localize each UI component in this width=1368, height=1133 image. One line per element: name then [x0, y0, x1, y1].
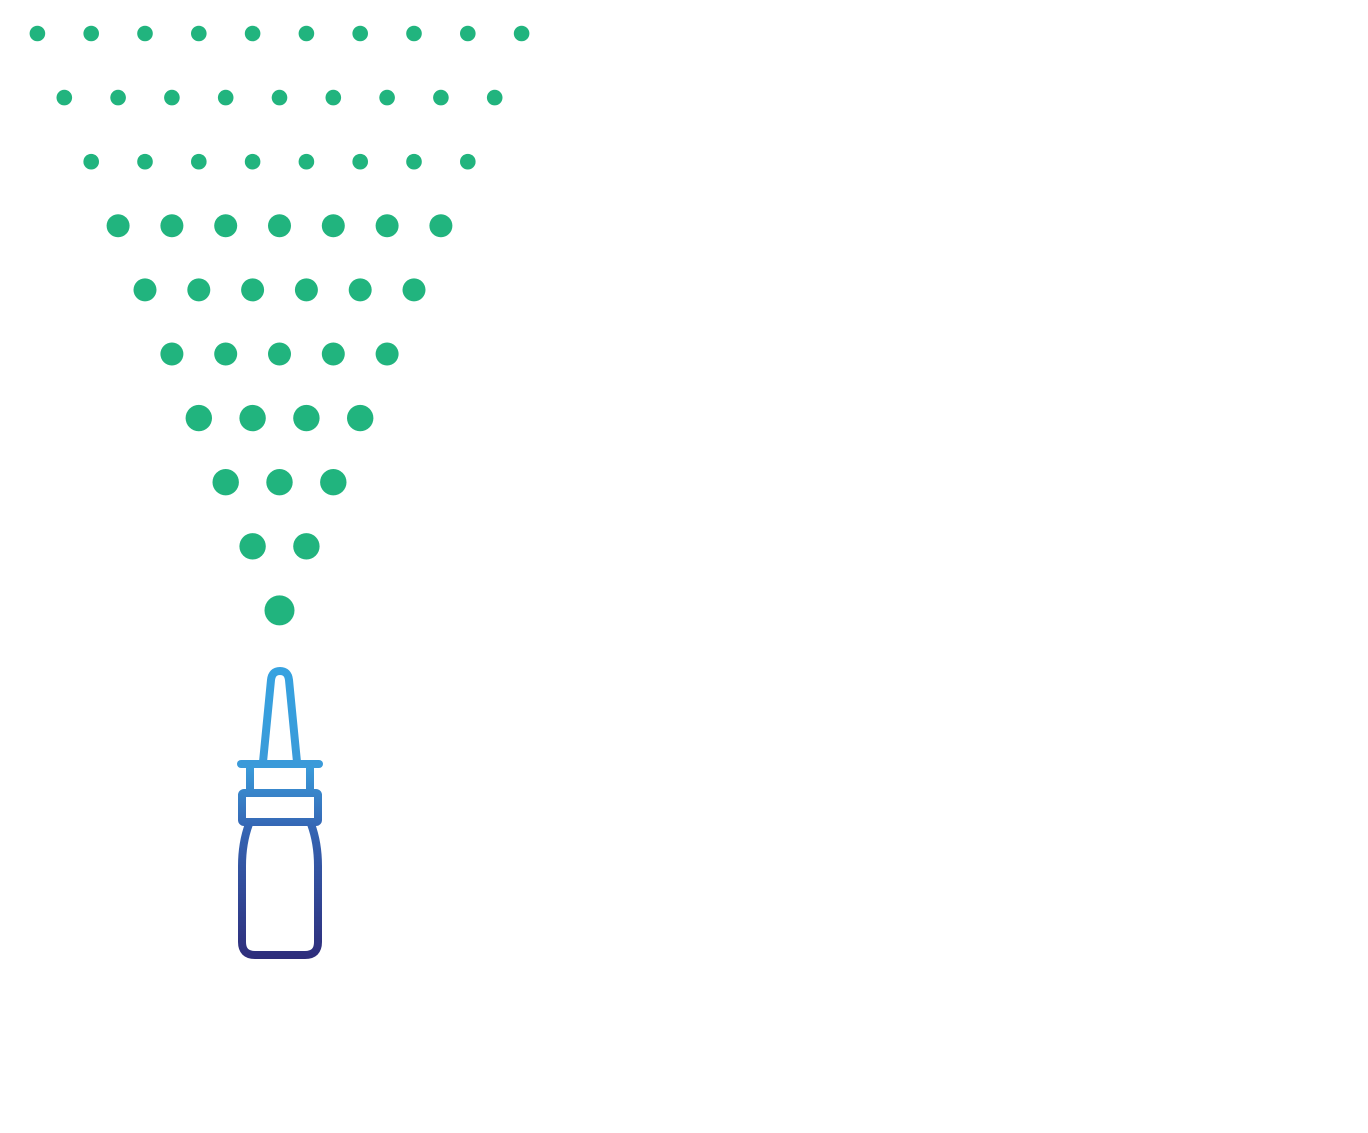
bottle-collar: [246, 762, 314, 796]
bottle-body: [238, 820, 322, 959]
spray-droplet: [298, 25, 315, 42]
spray-droplet: [321, 342, 345, 366]
spray-droplet: [29, 25, 46, 42]
spray-droplet: [352, 25, 369, 42]
spray-droplet: [110, 89, 126, 106]
spray-droplet: [293, 404, 320, 432]
spray-droplet: [347, 404, 374, 432]
spray-droplet: [264, 595, 295, 626]
spray-droplet: [160, 214, 184, 238]
spray-mist: [29, 25, 530, 626]
spray-droplet: [212, 469, 239, 496]
spray-droplet: [266, 469, 293, 496]
spray-droplet: [185, 404, 212, 432]
spray-droplet: [348, 278, 372, 302]
spray-droplet: [321, 214, 345, 238]
spray-droplet: [460, 153, 476, 170]
spray-droplet: [433, 89, 449, 106]
spray-droplet: [83, 153, 99, 170]
spray-droplet: [268, 342, 291, 366]
spray-droplet: [406, 153, 422, 170]
spray-droplet: [352, 153, 369, 170]
spray-droplet: [217, 89, 234, 106]
spray-droplet: [402, 278, 426, 302]
spray-droplet: [320, 469, 347, 496]
spray-droplet: [244, 153, 261, 170]
spray-droplet: [293, 533, 320, 560]
spray-droplet: [160, 342, 184, 366]
spray-droplet: [191, 25, 207, 42]
spray-droplet: [137, 25, 153, 42]
spray-droplet: [406, 25, 422, 42]
spray-droplet: [241, 278, 265, 302]
spray-droplet: [191, 153, 207, 170]
spray-droplet: [375, 342, 399, 366]
spray-droplet: [56, 89, 73, 106]
spray-droplet: [271, 89, 288, 106]
bottle-cap: [238, 789, 322, 826]
spray-droplet: [379, 89, 395, 106]
spray-droplet: [187, 278, 211, 302]
spray-droplet: [325, 89, 342, 106]
bottle-nozzle: [259, 667, 301, 766]
spray-droplet: [133, 278, 157, 302]
spray-droplet: [239, 533, 266, 560]
spray-droplet: [137, 153, 153, 170]
spray-droplet: [106, 214, 130, 238]
spray-droplet: [268, 214, 291, 238]
spray-droplet: [239, 404, 266, 432]
spray-droplet: [513, 25, 530, 42]
spray-droplet: [486, 89, 503, 106]
spray-droplet: [429, 214, 453, 238]
nasal-spray-bottle-icon: [237, 667, 323, 959]
spray-droplet: [214, 342, 238, 366]
spray-droplet: [164, 89, 180, 106]
spray-droplet: [83, 25, 99, 42]
spray-droplet: [298, 153, 315, 170]
spray-droplet: [294, 278, 318, 302]
spray-droplet: [244, 25, 261, 42]
spray-droplet: [214, 214, 238, 238]
spray-droplet: [460, 25, 476, 42]
spray-droplet: [375, 214, 399, 238]
